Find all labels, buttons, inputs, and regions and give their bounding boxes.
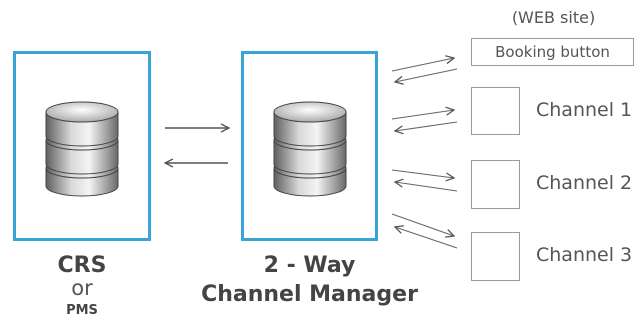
manager-line-1: 2 - Way (263, 253, 356, 278)
channel-3-label: Channel 3 (536, 244, 633, 266)
booking-button-label: Booking button (495, 43, 610, 61)
database-icon (273, 101, 347, 197)
channel-1-box (471, 87, 520, 135)
arrow-to-booking (391, 58, 454, 72)
channel-2-box (471, 160, 520, 209)
arrow-from-booking (395, 68, 458, 82)
arrow-from-channel-2 (395, 182, 458, 192)
arrow-to-channel-1 (391, 110, 454, 120)
manager-line-2: Channel Manager (201, 282, 418, 307)
arrow-from-channel-3 (395, 227, 458, 249)
crs-sub: PMS (66, 303, 98, 318)
arrow-from-channel-1 (395, 121, 458, 131)
crs-box (13, 51, 151, 241)
channel-2-label: Channel 2 (536, 172, 633, 194)
web-site-caption: (WEB site) (511, 8, 596, 27)
crs-title: CRS (57, 253, 107, 278)
booking-button: Booking button (471, 38, 634, 66)
database-icon (45, 101, 119, 197)
channel-3-box (471, 232, 520, 281)
crs-or: or (71, 276, 93, 300)
channel-1-label: Channel 1 (536, 99, 633, 121)
arrow-to-channel-2 (391, 169, 454, 178)
arrow-to-channel-3 (391, 213, 454, 236)
channel-manager-box (241, 51, 378, 241)
